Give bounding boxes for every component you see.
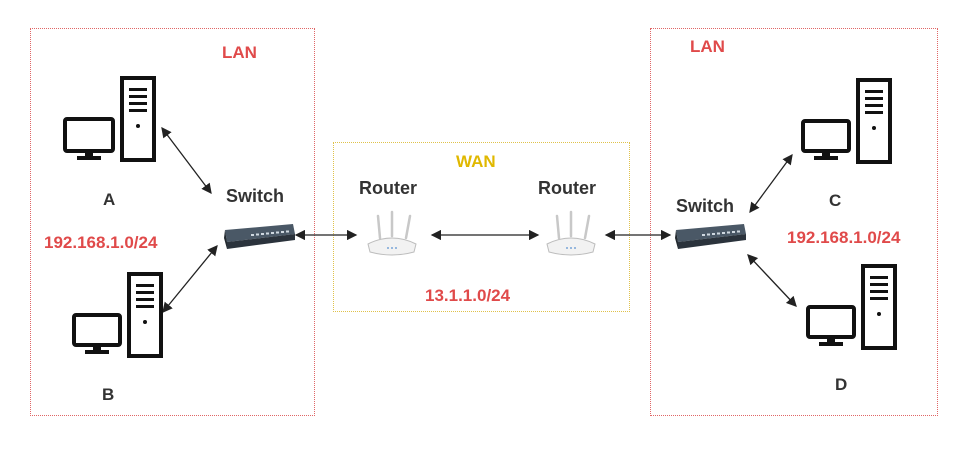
left-switch-label: Switch [226,186,285,206]
router-2-label: Router [538,178,596,198]
host-b-label: B [102,385,115,404]
right-lan-zone [650,28,938,416]
host-d-label: D [835,375,848,394]
left-lan-zone [30,28,315,416]
right-switch-label: Switch [676,196,735,216]
host-c-label: C [829,191,842,210]
router-icon-2 [546,210,596,256]
computer-icon-d [806,264,897,350]
computer-icon-a [63,76,156,162]
link-a-switch [161,126,212,195]
switch-icon-left [224,224,295,249]
computer-icon-c [801,78,892,164]
router-icon-1 [367,210,417,256]
router-1-label: Router [359,178,417,198]
computer-icon-b [72,272,163,358]
left-lan-title: LAN [222,43,257,62]
switch-icon-right [675,224,746,249]
left-lan-subnet: 192.168.1.0/24 [44,233,158,252]
wan-title: WAN [456,152,496,171]
link-switch-d [747,254,797,307]
wan-subnet: 13.1.1.0/24 [425,286,511,305]
host-a-label: A [103,190,116,209]
wan-zone [333,142,630,312]
link-b-switch [162,244,218,314]
right-lan-title: LAN [690,37,725,56]
link-switch-c [749,153,793,214]
right-lan-subnet: 192.168.1.0/24 [787,228,901,247]
